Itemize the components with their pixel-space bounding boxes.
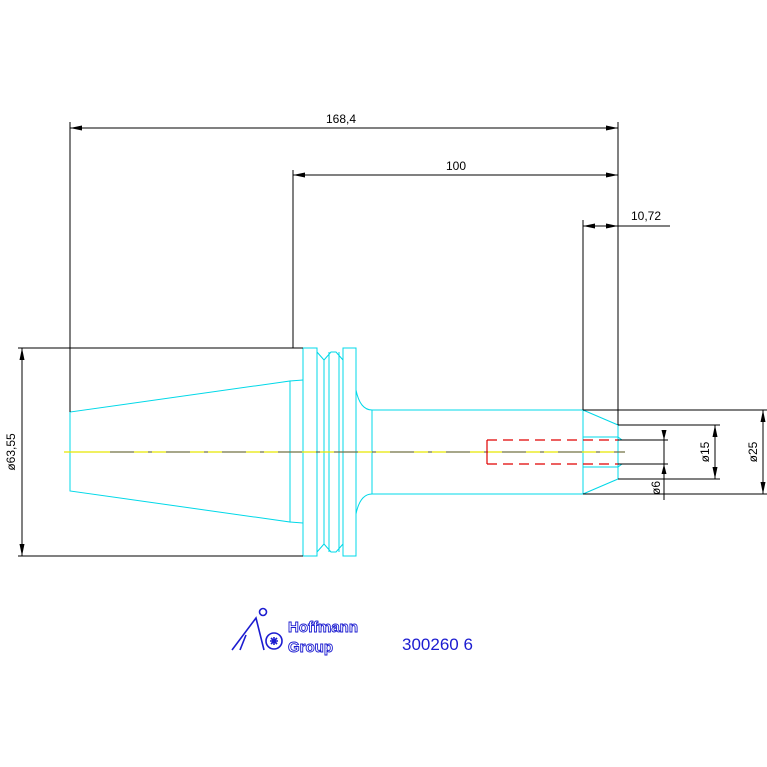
dim-tip-diameter: ø15 bbox=[698, 441, 712, 462]
dim-overall-length: 168,4 bbox=[326, 112, 356, 126]
dim-tip-length: 10,72 bbox=[631, 209, 661, 223]
part-number: 300260 6 bbox=[402, 635, 473, 654]
logo-text-line2: Group bbox=[288, 639, 333, 656]
dim-shank-diameter: ø25 bbox=[746, 441, 760, 462]
dim-flange-diameter: ø63,55 bbox=[4, 433, 18, 471]
dimension-arrows bbox=[19, 125, 766, 556]
hoffmann-figure-icon bbox=[231, 607, 283, 651]
dim-shank-length: 100 bbox=[446, 159, 466, 173]
dim-bore-diameter: ø6 bbox=[649, 481, 663, 495]
neck-fillet bbox=[355, 389, 373, 515]
hidden-bore bbox=[486, 439, 618, 465]
logo-text-line1: Hoffmann bbox=[288, 619, 358, 636]
hoffmann-group-logo: Hoffmann Group bbox=[231, 607, 358, 656]
dimension-lines bbox=[18, 122, 767, 557]
